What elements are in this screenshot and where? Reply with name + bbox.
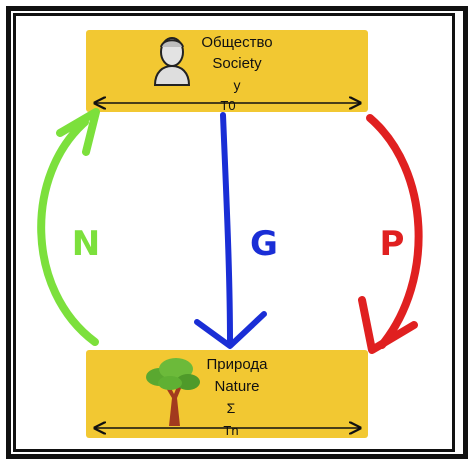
- society-time: T0: [220, 98, 235, 113]
- society-label-ru: Общество: [201, 34, 272, 51]
- arrow-p: [358, 114, 423, 354]
- nature-time: Tn: [223, 423, 238, 438]
- nature-box: Природа Nature Σ Tn: [86, 350, 368, 438]
- arrow-p-label: P: [380, 224, 405, 264]
- society-box: Общество Society y T0: [86, 30, 368, 113]
- arrow-g: [194, 112, 267, 349]
- nature-symbol: Σ: [227, 400, 236, 416]
- arrow-n: [37, 108, 100, 346]
- arrow-g-label: G: [250, 224, 278, 264]
- person-icon: [153, 37, 191, 86]
- society-symbol: y: [234, 77, 241, 93]
- society-label-en: Society: [212, 55, 262, 72]
- inner-frame: [13, 13, 455, 452]
- tree-icon: [146, 358, 200, 426]
- nature-label-ru: Природа: [207, 356, 269, 373]
- nature-label-en: Nature: [214, 378, 259, 395]
- arrow-n-label: N: [72, 224, 100, 264]
